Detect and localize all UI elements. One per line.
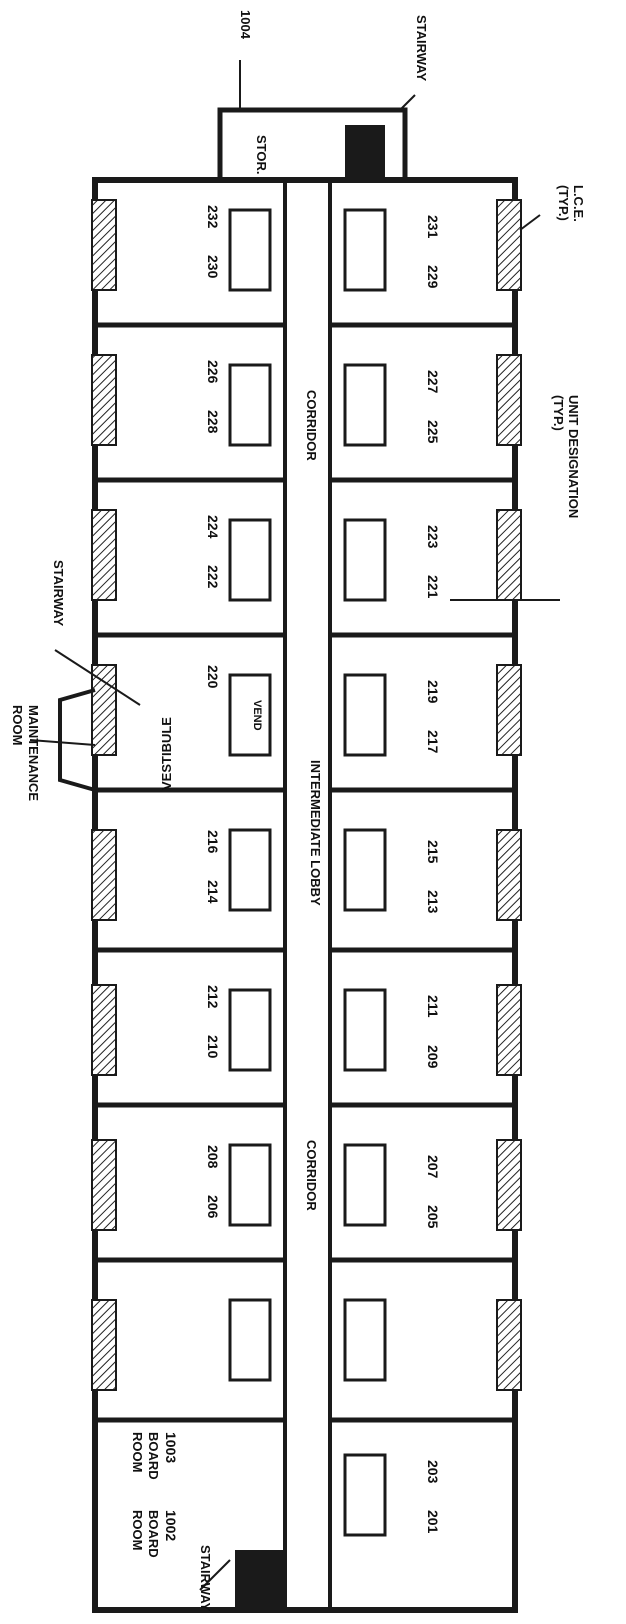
unit-number: 212 — [205, 985, 221, 1009]
unit-number: 201 — [425, 1510, 441, 1534]
label-vestibule: VESTIBULE — [159, 717, 174, 790]
unit-separators — [95, 322, 515, 1423]
label-1002-room: ROOM — [130, 1510, 145, 1551]
unit-number: 225 — [425, 420, 441, 444]
label-1004: 1004 — [238, 10, 253, 39]
unit-number: 215 — [425, 840, 441, 864]
unit-number: 230 — [205, 255, 221, 279]
unit-number: 232 — [205, 205, 221, 229]
unit-number: 206 — [205, 1195, 221, 1219]
unit-number: 214 — [205, 880, 221, 904]
unit-number: 213 — [425, 890, 441, 914]
lce-right — [496, 199, 522, 1391]
stair-top-fill — [345, 125, 385, 180]
label-1003: 1003 — [163, 1432, 179, 1464]
unit-number: 227 — [425, 370, 441, 394]
unit-cores — [228, 208, 387, 1537]
label-corridor-bottom: CORRIDOR — [304, 1140, 319, 1211]
unit-number: 226 — [205, 360, 221, 384]
label-stairway-bottom: STAIRWAY — [198, 1545, 213, 1612]
unit-number: 205 — [425, 1205, 441, 1229]
lce-left — [91, 199, 117, 1391]
leader-lines — [29, 60, 560, 1591]
unit-number: 221 — [425, 575, 441, 599]
vestibule-outline — [58, 688, 96, 792]
stor-block — [217, 107, 408, 183]
unit-number: 216 — [205, 830, 221, 854]
label-1003-room: ROOM — [130, 1432, 145, 1473]
unit-number: 203 — [425, 1460, 441, 1484]
unit-number: 228 — [205, 410, 221, 434]
unit-number: 229 — [425, 265, 441, 289]
label-1002-board: BOARD — [146, 1510, 161, 1558]
label-intermediate-lobby: INTERMEDIATE LOBBY — [308, 760, 323, 906]
unit-number: 220 — [205, 665, 221, 689]
unit-number: 231 — [425, 215, 441, 239]
label-unit-designation: UNIT DESIGNATION — [566, 395, 581, 519]
label-1002: 1002 — [163, 1510, 179, 1542]
label-corridor-top: CORRIDOR — [304, 390, 319, 461]
label-unit-designation-typ: (TYP.) — [551, 395, 566, 431]
label-stor: STOR. — [254, 135, 269, 175]
unit-number: 208 — [205, 1145, 221, 1169]
unit-number: 210 — [205, 1035, 221, 1059]
unit-number: 219 — [425, 680, 441, 704]
unit-number: 222 — [205, 565, 221, 589]
label-lce-typ: (TYP.) — [556, 185, 571, 221]
unit-number: 209 — [425, 1045, 441, 1069]
label-stairway-top: STAIRWAY — [414, 15, 429, 82]
unit-number: 223 — [425, 525, 441, 549]
unit-number: 224 — [205, 515, 221, 539]
label-vend: VEND — [251, 700, 263, 731]
label-1003-board: BOARD — [146, 1432, 161, 1480]
label-maintenance-room: ROOM — [10, 705, 25, 746]
unit-number: 207 — [425, 1155, 441, 1179]
unit-number: 211 — [425, 995, 441, 1018]
label-stairway-mid: STAIRWAY — [51, 560, 66, 627]
stair-bottom-fill — [235, 1550, 285, 1610]
label-maintenance: MAINTENANCE — [26, 705, 41, 802]
unit-number: 217 — [425, 730, 441, 754]
label-lce: L.C.E. — [571, 185, 586, 222]
